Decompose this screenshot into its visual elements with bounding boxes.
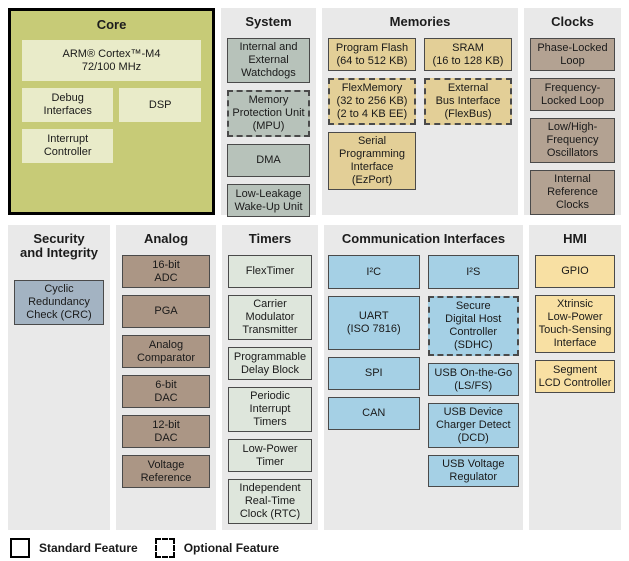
- standard-feature-box-icon: [10, 538, 30, 558]
- section-clocks-title: Clocks: [551, 14, 594, 29]
- block-pga: PGA: [122, 295, 210, 328]
- section-hmi-title: HMI: [563, 231, 587, 246]
- block-flextimer: FlexTimer: [228, 255, 312, 288]
- block-segment-lcd-controller: Segment LCD Controller: [535, 360, 615, 393]
- block-sram: SRAM (16 to 128 KB): [424, 38, 512, 71]
- block-mpu: Memory Protection Unit (MPU): [227, 90, 310, 137]
- block-ezport: Serial Programming Interface (EzPort): [328, 132, 416, 190]
- block-uart: UART (ISO 7816): [328, 296, 420, 350]
- block-gpio: GPIO: [535, 255, 615, 288]
- section-analog-title: Analog: [143, 231, 189, 246]
- block-voltage-reference: Voltage Reference: [122, 455, 210, 488]
- block-flexmemory: FlexMemory (32 to 256 KB) (2 to 4 KB EE): [328, 78, 416, 125]
- section-memories-title: Memories: [389, 14, 451, 29]
- block-analog-comparator: Analog Comparator: [122, 335, 210, 368]
- block-usb-device-charger-detect: USB Device Charger Detect (DCD): [427, 403, 519, 448]
- block-llwu: Low-Leakage Wake-Up Unit: [227, 184, 310, 217]
- block-usb-voltage-regulator: USB Voltage Regulator: [427, 455, 519, 487]
- section-core-title: Core: [96, 17, 127, 32]
- optional-feature-label: Optional Feature: [183, 541, 280, 555]
- block-periodic-interrupt-timers: Periodic Interrupt Timers: [228, 387, 312, 432]
- standard-feature-label: Standard Feature: [39, 541, 138, 555]
- bottom-row: Security and Integrity Cyclic Redundancy…: [8, 225, 621, 530]
- block-i2s: I²S: [427, 255, 519, 289]
- block-sdhc: Secure Digital Host Controller (SDHC): [427, 296, 519, 356]
- block-can: CAN: [328, 397, 420, 430]
- section-system: System Internal and External Watchdogs M…: [221, 8, 316, 217]
- core-blocks: ARM® Cortex™-M4 72/100 MHz Debug Interfa…: [11, 32, 212, 171]
- section-system-title: System: [245, 14, 292, 29]
- block-6bit-dac: 6-bit DAC: [122, 375, 210, 408]
- block-carrier-modulator-transmitter: Carrier Modulator Transmitter: [228, 295, 312, 340]
- section-comm-title: Communication Interfaces: [341, 231, 506, 246]
- block-12bit-dac: 12-bit DAC: [122, 415, 210, 448]
- legend: Standard Feature Optional Feature: [10, 538, 279, 558]
- block-program-flash: Program Flash (64 to 512 KB): [328, 38, 416, 71]
- block-programmable-delay-block: Programmable Delay Block: [228, 347, 312, 380]
- block-debug-interfaces: Debug Interfaces: [22, 88, 114, 122]
- block-oscillators: Low/High- Frequency Oscillators: [530, 118, 615, 163]
- section-memories: Memories Program Flash (64 to 512 KB) SR…: [322, 8, 518, 215]
- block-crc: Cyclic Redundancy Check (CRC): [14, 280, 104, 325]
- block-pll: Phase-Locked Loop: [530, 38, 615, 71]
- section-timers-title: Timers: [248, 231, 292, 246]
- section-core: Core ARM® Cortex™-M4 72/100 MHz Debug In…: [8, 8, 215, 215]
- block-dsp: DSP: [119, 88, 201, 122]
- block-16bit-adc: 16-bit ADC: [122, 255, 210, 288]
- block-dma: DMA: [227, 144, 310, 177]
- section-communication-interfaces: Communication Interfaces I²C UART (ISO 7…: [324, 225, 523, 530]
- block-internal-reference-clocks: Internal Reference Clocks: [530, 170, 615, 215]
- top-row: Core ARM® Cortex™-M4 72/100 MHz Debug In…: [8, 8, 621, 217]
- section-clocks: Clocks Phase-Locked Loop Frequency- Lock…: [524, 8, 621, 215]
- section-security-and-integrity: Security and Integrity Cyclic Redundancy…: [8, 225, 110, 530]
- block-arm-cortex-m4: ARM® Cortex™-M4 72/100 MHz: [22, 40, 201, 81]
- section-security-title: Security and Integrity: [19, 231, 98, 260]
- section-hmi: HMI GPIO Xtrinsic Low-Power Touch-Sensin…: [529, 225, 621, 530]
- block-interrupt-controller: Interrupt Controller: [22, 129, 114, 163]
- block-watchdogs: Internal and External Watchdogs: [227, 38, 310, 83]
- section-analog: Analog 16-bit ADC PGA Analog Comparator …: [116, 225, 216, 530]
- block-spi: SPI: [328, 357, 420, 390]
- block-i2c: I²C: [328, 255, 420, 289]
- block-flexbus: External Bus Interface (FlexBus): [424, 78, 512, 125]
- block-low-power-timer: Low-Power Timer: [228, 439, 312, 472]
- optional-feature-box-icon: [154, 538, 175, 558]
- block-usb-on-the-go: USB On-the-Go (LS/FS): [427, 363, 519, 396]
- block-fll: Frequency- Locked Loop: [530, 78, 615, 111]
- block-rtc: Independent Real-Time Clock (RTC): [228, 479, 312, 524]
- section-timers: Timers FlexTimer Carrier Modulator Trans…: [222, 225, 318, 530]
- block-touch-sensing-interface: Xtrinsic Low-Power Touch-Sensing Interfa…: [535, 295, 615, 353]
